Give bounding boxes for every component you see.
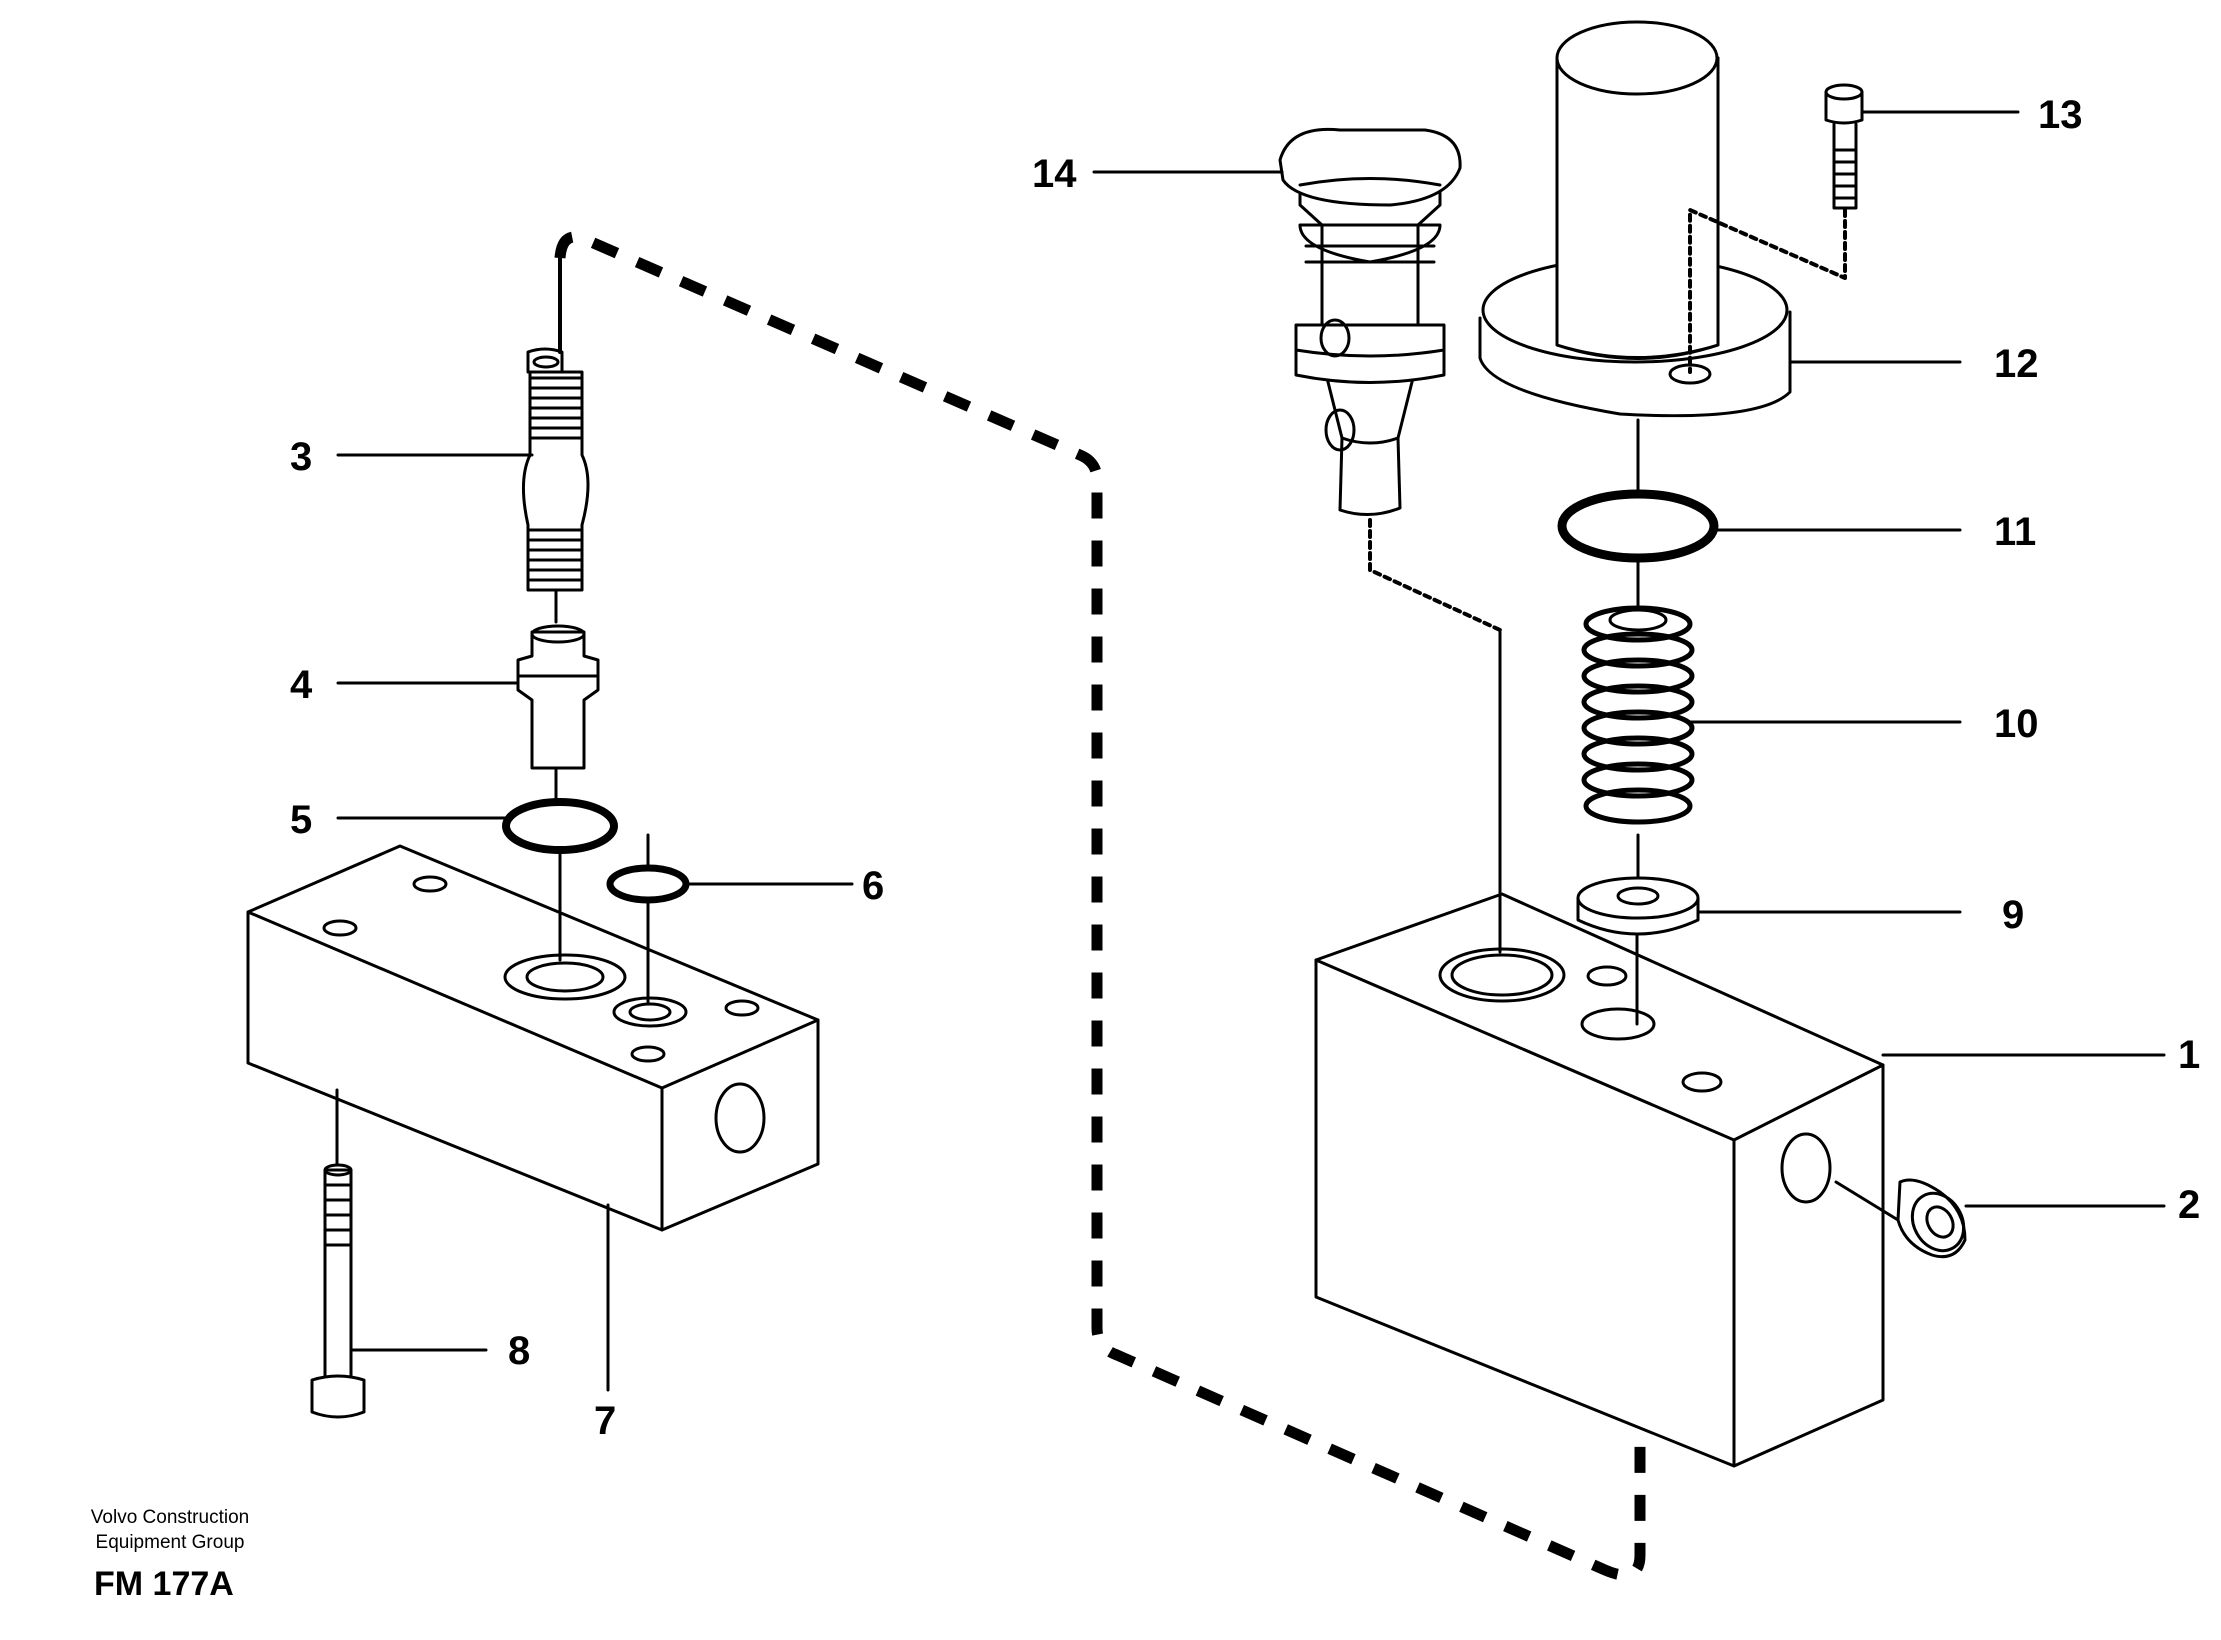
- callout-3: 3: [290, 435, 312, 479]
- right-valve-block: [1314, 892, 1885, 1468]
- callout-4: 4: [290, 663, 313, 707]
- callout-labels: 1 2 3 4 5 6 7 8 9 10 11 12 13 14: [290, 93, 2200, 1443]
- callout-12: 12: [1994, 342, 2039, 386]
- screw-part-13: [1824, 83, 1864, 210]
- callout-9: 9: [2002, 893, 2024, 937]
- dashed-connector: [554, 231, 1646, 1581]
- fitting-part-3: [521, 347, 590, 592]
- leader-lines: [336, 110, 2166, 1392]
- callout-13: 13: [2038, 93, 2083, 137]
- publisher-credit: Volvo Construction Equipment Group: [60, 1505, 280, 1555]
- credit-line-1: Volvo Construction: [90, 1507, 250, 1528]
- o-ring-part-5: [502, 798, 618, 854]
- callout-11: 11: [1994, 510, 2036, 554]
- cartridge-part-14: [1278, 127, 1462, 516]
- callout-10: 10: [1994, 702, 2039, 746]
- adapter-part-4: [516, 624, 600, 770]
- callout-8: 8: [508, 1329, 530, 1373]
- callout-6: 6: [862, 864, 884, 908]
- callout-7: 7: [594, 1399, 616, 1443]
- spring-seat-part-9: [1576, 876, 1700, 936]
- callout-5: 5: [290, 798, 312, 842]
- o-ring-part-6: [606, 864, 690, 904]
- callout-14: 14: [1032, 152, 1077, 196]
- credit-line-2: Equipment Group: [95, 1532, 245, 1553]
- bolt-part-8: [310, 1163, 366, 1419]
- plug-part-2: [1896, 1178, 1967, 1259]
- cover-part-12: [1478, 20, 1792, 418]
- o-ring-part-11: [1557, 489, 1719, 563]
- callout-2: 2: [2178, 1183, 2200, 1227]
- callout-1: 1: [2178, 1033, 2200, 1077]
- spring-part-10: [1581, 605, 1695, 825]
- figure-code: FM 177A: [94, 1565, 234, 1603]
- left-valve-block: [246, 844, 820, 1232]
